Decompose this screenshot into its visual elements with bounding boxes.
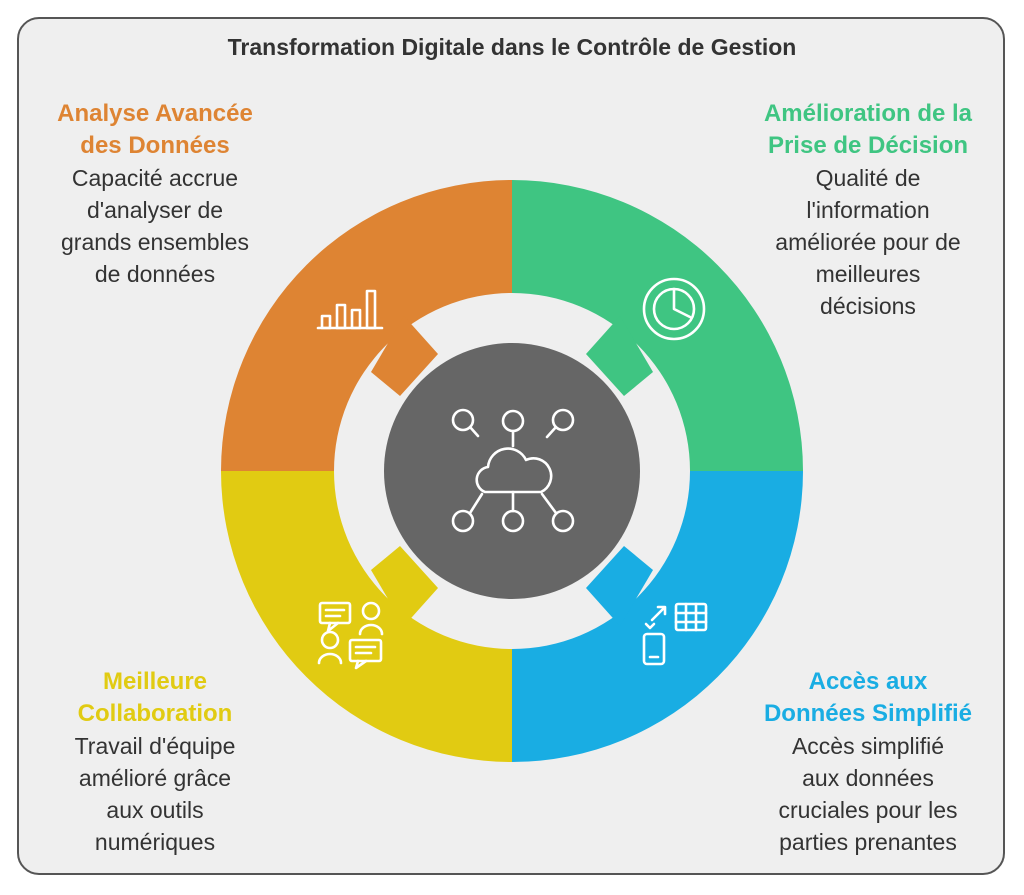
pie-chart-icon: [642, 277, 706, 341]
heading-bottom-left: Meilleure Collaboration: [77, 668, 233, 727]
desc-bottom-left: Travail d'équipe amélioré grâce aux outi…: [74, 733, 236, 855]
center-hub: [384, 343, 640, 599]
block-bottom-left: Meilleure Collaboration Travail d'équipe…: [30, 666, 280, 858]
desc-top-right: Qualité de l'information améliorée pour …: [775, 165, 961, 319]
block-top-left: Analyse Avancée des Données Capacité acc…: [30, 98, 280, 290]
collaboration-icon: [317, 601, 384, 670]
block-top-right: Amélioration de la Prise de Décision Qua…: [740, 98, 996, 322]
desc-top-left: Capacité accrue d'analyser de grands ens…: [61, 165, 249, 287]
diagram-title: Transformation Digitale dans le Contrôle…: [227, 34, 797, 60]
data-access-icon: [642, 602, 708, 666]
connector-bottom-right: [586, 546, 653, 626]
connector-bottom-left: [371, 546, 438, 626]
heading-bottom-right: Accès aux Données Simplifié: [763, 668, 973, 727]
connector-top-right: [586, 316, 653, 396]
segment-bottom-right: [512, 471, 803, 762]
heading-top-right: Amélioration de la Prise de Décision: [763, 100, 973, 159]
cloud-network-icon: [451, 408, 575, 533]
connector-top-left: [371, 316, 438, 396]
segment-top-right: [512, 180, 803, 471]
bar-chart-icon: [316, 289, 384, 330]
desc-bottom-right: Accès simplifié aux données cruciales po…: [778, 733, 958, 855]
heading-top-left: Analyse Avancée des Données: [57, 100, 253, 159]
block-bottom-right: Accès aux Données Simplifié Accès simpli…: [740, 666, 996, 858]
